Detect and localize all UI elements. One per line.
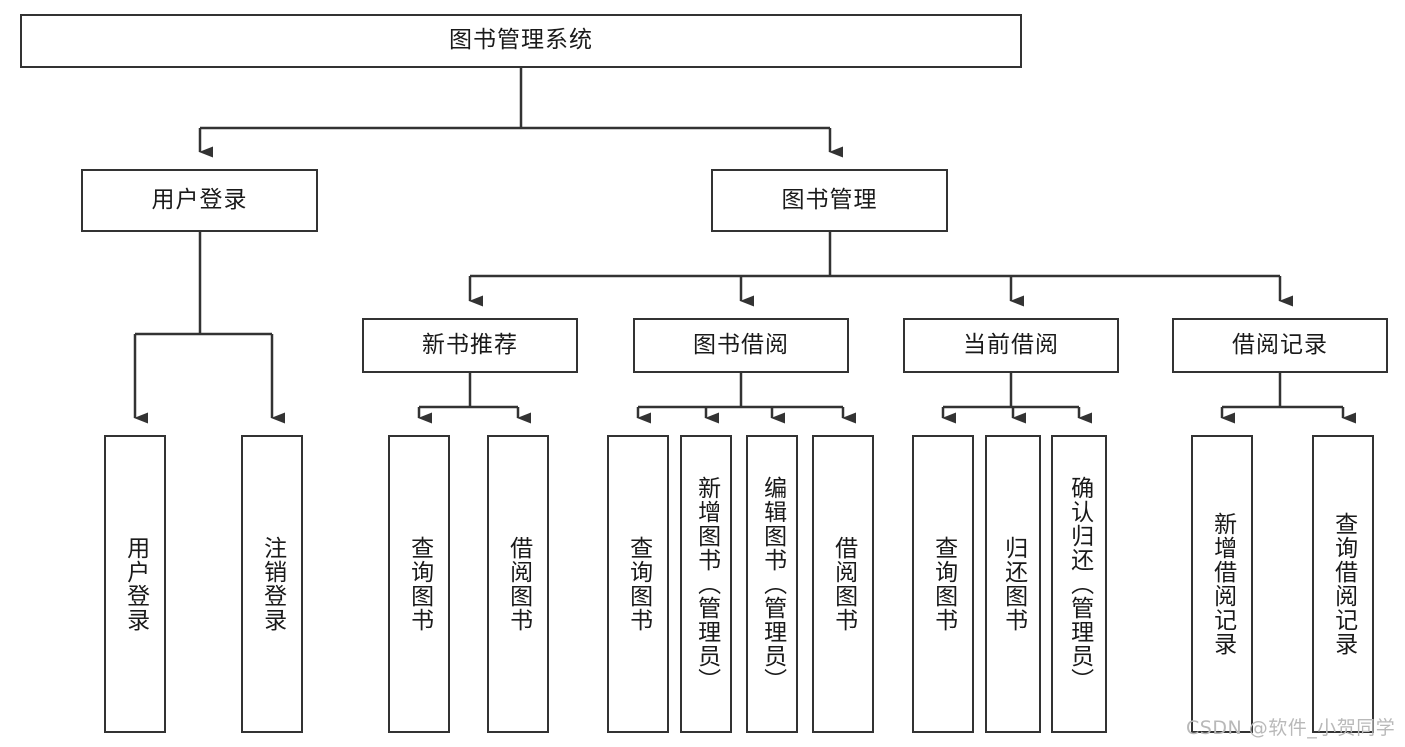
leaf-query-book-current[interactable]: 查询图书 (912, 435, 974, 733)
node-current-borrow[interactable]: 当前借阅 (903, 318, 1119, 373)
node-borrow-records[interactable]: 借阅记录 (1172, 318, 1388, 373)
leaf-add-record[interactable]: 新增借阅记录 (1191, 435, 1253, 733)
leaf-user-login-label: 用户登录 (122, 536, 149, 632)
node-root-label: 图书管理系统 (449, 27, 593, 54)
leaf-query-book-rec[interactable]: 查询图书 (388, 435, 450, 733)
leaf-query-book-current-label: 查询图书 (930, 536, 957, 632)
node-book-management-label: 图书管理 (781, 186, 878, 213)
leaf-add-book[interactable]: 新增图书（管理员） (680, 435, 732, 733)
leaf-logout[interactable]: 注销登录 (241, 435, 303, 733)
node-book-borrow[interactable]: 图书借阅 (633, 318, 849, 373)
node-new-book-recommend[interactable]: 新书推荐 (362, 318, 578, 373)
leaf-logout-label: 注销登录 (259, 536, 286, 632)
leaf-add-record-label: 新增借阅记录 (1209, 512, 1236, 656)
node-new-book-recommend-label: 新书推荐 (422, 331, 518, 358)
node-book-management[interactable]: 图书管理 (711, 169, 948, 232)
node-book-borrow-label: 图书借阅 (693, 331, 789, 358)
leaf-return-book-label: 归还图书 (1000, 536, 1027, 632)
node-current-borrow-label: 当前借阅 (963, 331, 1059, 358)
leaf-borrow-book-rec[interactable]: 借阅图书 (487, 435, 549, 733)
leaf-borrow-book-rec-label: 借阅图书 (505, 536, 532, 632)
leaf-query-book-borrow[interactable]: 查询图书 (607, 435, 669, 733)
node-borrow-records-label: 借阅记录 (1232, 331, 1328, 358)
leaf-add-book-label: 新增图书（管理员） (693, 476, 720, 692)
leaf-query-book-rec-label: 查询图书 (406, 536, 433, 632)
leaf-edit-book[interactable]: 编辑图书（管理员） (746, 435, 798, 733)
leaf-return-book[interactable]: 归还图书 (985, 435, 1041, 733)
leaf-borrow-book[interactable]: 借阅图书 (812, 435, 874, 733)
leaf-borrow-book-label: 借阅图书 (830, 536, 857, 632)
node-root[interactable]: 图书管理系统 (20, 14, 1022, 68)
leaf-query-record[interactable]: 查询借阅记录 (1312, 435, 1374, 733)
leaf-confirm-return-label: 确认归还（管理员） (1066, 476, 1093, 692)
node-user-login-label: 用户登录 (151, 186, 248, 213)
leaf-user-login[interactable]: 用户登录 (104, 435, 166, 733)
csdn-watermark: CSDN @软件_小贺同学 (1186, 717, 1396, 739)
leaf-query-book-borrow-label: 查询图书 (625, 536, 652, 632)
leaf-confirm-return[interactable]: 确认归还（管理员） (1051, 435, 1107, 733)
leaf-query-record-label: 查询借阅记录 (1330, 512, 1357, 656)
node-user-login[interactable]: 用户登录 (81, 169, 318, 232)
leaf-edit-book-label: 编辑图书（管理员） (759, 476, 786, 692)
